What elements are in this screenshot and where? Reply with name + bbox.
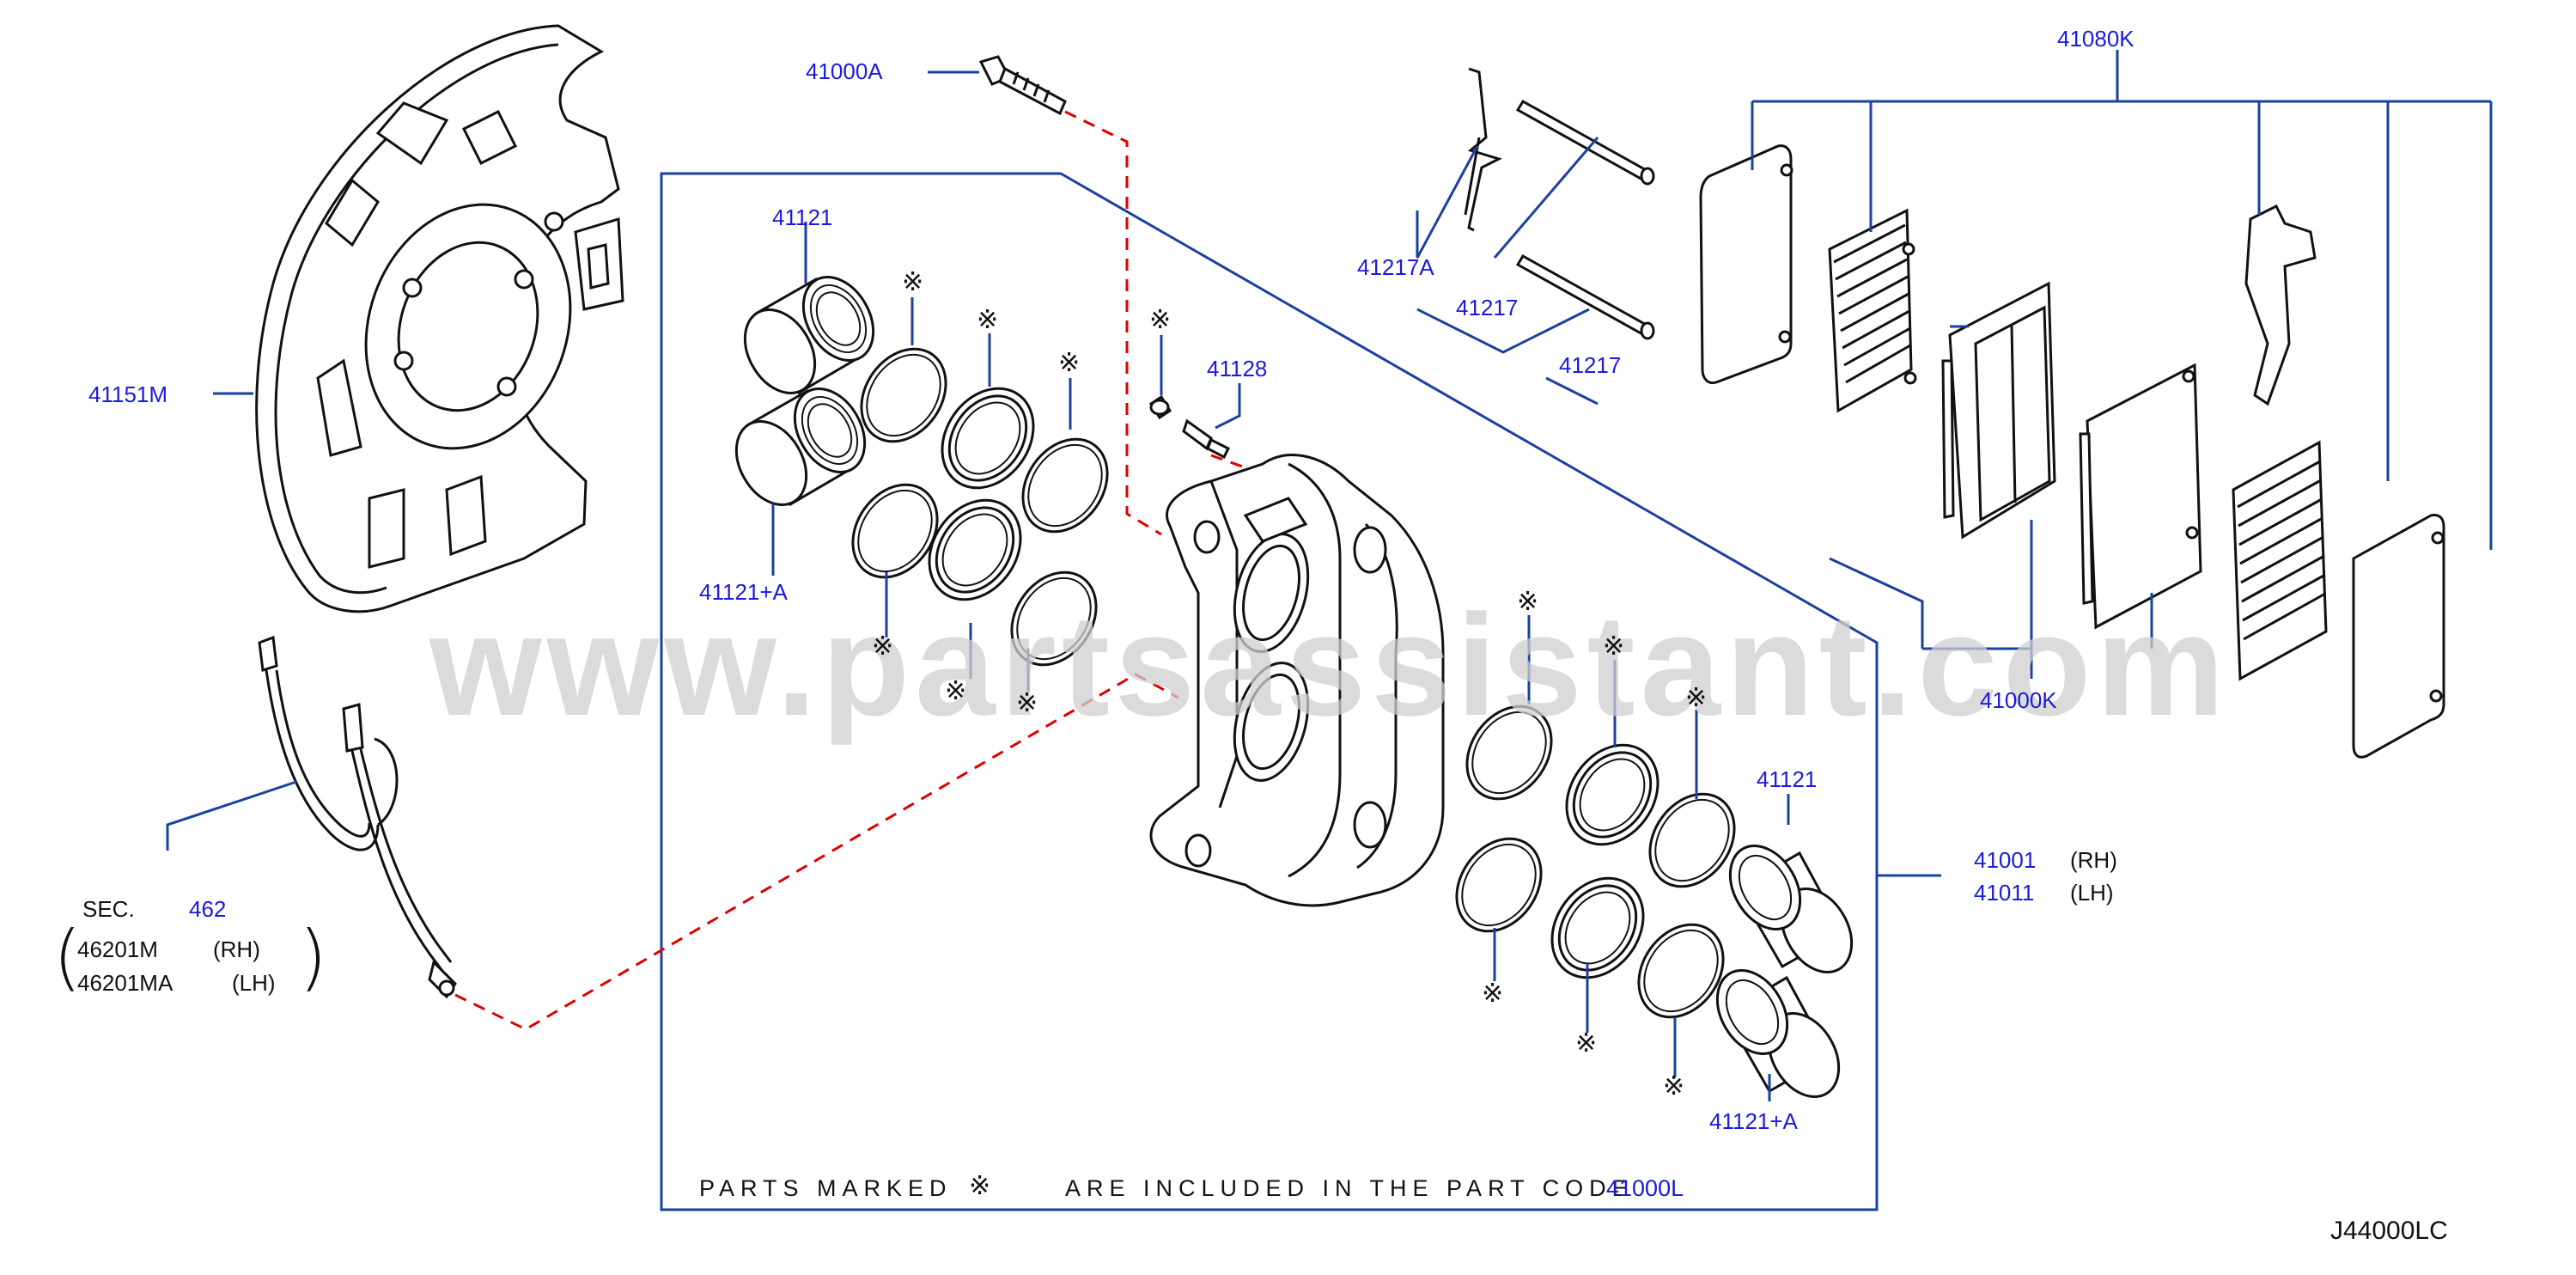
watermark: www.partsassistant.com [429,584,2230,746]
label-41000A: 41000A [806,58,883,84]
label-41000K: 41000K [1980,687,2057,713]
brake-pads [1699,144,2445,759]
kit-marker: ※ [1149,305,1172,335]
label-sec: SEC. [82,896,135,922]
kit-marker: ※ [1016,688,1038,718]
bleeder-screw [1148,394,1231,460]
label-41128: 41128 [1207,356,1268,381]
label-41080K: 41080K [2057,26,2134,52]
footnote-marker: ※ [969,1171,991,1201]
footnote-prefix: PARTS MARKED [699,1175,953,1201]
footnote-part-code: 41000L [1606,1175,1684,1201]
kit-marker: ※ [945,676,967,706]
dashed-connectors [454,110,1248,1031]
label-41121-right: 41121 [1757,766,1818,792]
kit-marker: ※ [1685,683,1708,713]
kit-marker: ※ [1575,1028,1598,1058]
label-41121A-left: 41121+A [699,579,788,605]
label-41217-b: 41217 [1559,352,1622,378]
kit-marker: ※ [1058,348,1081,378]
label-sec-462: 462 [189,896,227,922]
caliper-bolt [978,55,1067,116]
anti-rattle-spring [1464,67,1503,232]
footnote-suffix: ARE INCLUDED IN THE PART CODE [1065,1175,1634,1201]
kit-marker: ※ [872,631,894,662]
pad-pins [1515,99,1655,340]
label-lh-2: (LH) [232,970,276,996]
label-41217-a: 41217 [1456,295,1519,320]
leader-lines [166,50,2493,1101]
right-seals [1438,688,1867,1111]
kit-marker: ※ [1517,587,1539,617]
kit-marker: ※ [902,267,924,297]
label-rh-1: (RH) [2070,847,2117,873]
label-41121A-right: 41121+A [1709,1108,1798,1134]
brake-hose [258,635,457,999]
kit-boundary [660,172,1879,1211]
open-paren: ( [53,915,82,999]
label-rh-2: (RH) [213,936,260,962]
label-41011: 41011 [1974,880,2035,906]
label-lh-1: (LH) [2070,880,2114,906]
label-41121-top: 41121 [772,204,833,230]
label-46201MA: 46201MA [77,970,174,996]
kit-marker: ※ [1603,631,1625,662]
kit-marker: ※ [977,305,999,335]
label-41151M: 41151M [88,381,168,407]
label-46201M: 46201M [77,936,158,962]
kit-marker: ※ [1663,1071,1685,1101]
kit-marker: ※ [1482,979,1504,1009]
close-paren: ) [299,915,327,999]
dust-shield [255,24,624,613]
diagram-code: J44000LC [2330,1217,2448,1245]
label-41217A: 41217A [1357,254,1434,280]
label-41001: 41001 [1974,847,2037,873]
caliper-body [1149,454,1445,907]
